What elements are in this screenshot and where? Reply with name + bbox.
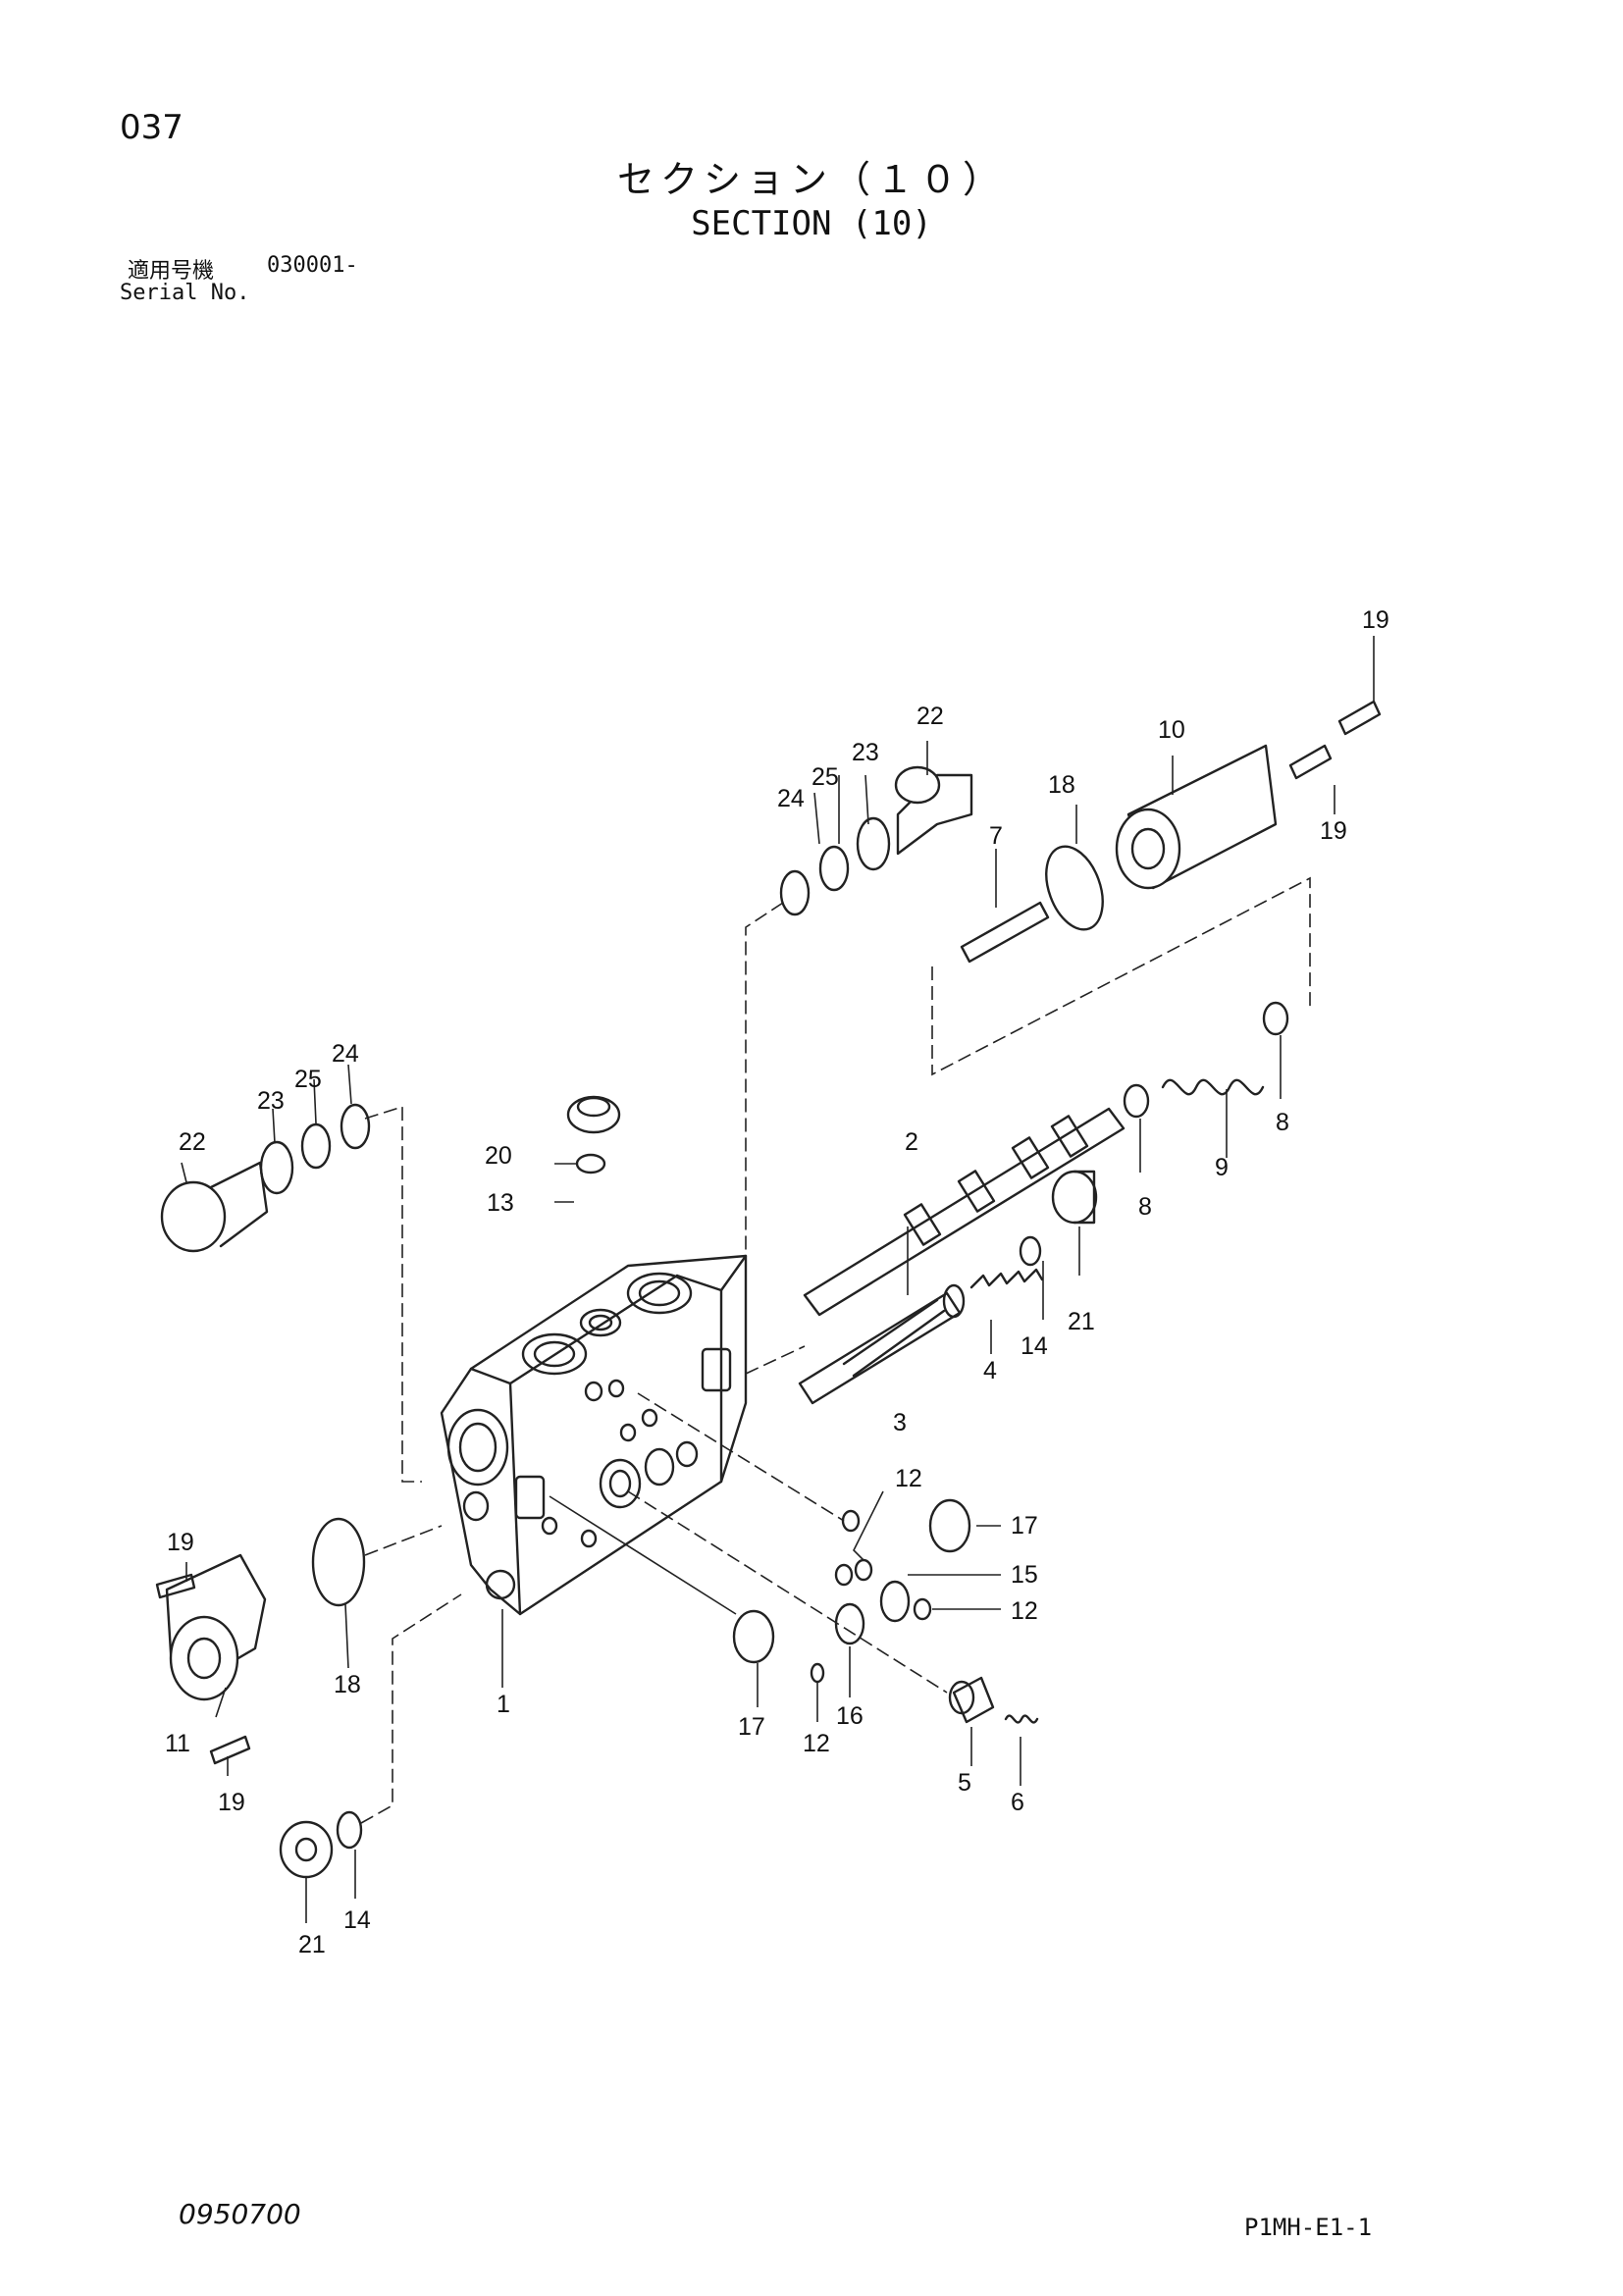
plug-part-22-left (160, 1161, 269, 1253)
callout-19a: 19 (1362, 606, 1389, 634)
oring-part-15 (879, 1580, 911, 1623)
oring-part-12-a (841, 1509, 861, 1533)
oring-part-13 (575, 1153, 606, 1174)
retainer-part-8-left (1123, 1083, 1150, 1119)
serial-number-value: 030001- (267, 253, 358, 278)
oring-part-17-right (928, 1498, 971, 1553)
callout-22a: 22 (916, 703, 944, 730)
callout-11: 11 (165, 1730, 190, 1757)
callout-25b: 25 (294, 1066, 322, 1093)
oring-part-25-top (818, 845, 850, 892)
oring-part-14-left (336, 1810, 363, 1850)
bolt-part-19-left-bottom (209, 1735, 251, 1765)
page-title-english: SECTION (10) (691, 204, 932, 243)
plug-part-21-left (279, 1820, 334, 1879)
bolt-part-19-left-top (155, 1573, 196, 1599)
callout-21a: 21 (1068, 1308, 1095, 1335)
callout-22b: 22 (179, 1128, 206, 1156)
callout-12b: 12 (1011, 1597, 1038, 1625)
callout-18a: 18 (1048, 771, 1075, 799)
callout-20: 20 (485, 1142, 512, 1170)
callout-13: 13 (487, 1189, 514, 1217)
callout-10: 10 (1158, 716, 1185, 744)
callout-18b: 18 (334, 1671, 361, 1698)
cap-part-11 (165, 1553, 267, 1701)
callout-16: 16 (836, 1702, 864, 1730)
spring-part-9 (1161, 1078, 1265, 1096)
plug-part-21-right (1051, 1170, 1098, 1225)
oring-part-23-top (856, 816, 891, 871)
oring-part-18-left (311, 1517, 366, 1607)
callout-labels: 19 10 22 23 25 24 18 7 19 24 25 23 22 20… (165, 606, 1389, 1958)
oring-part-17-bottom (732, 1609, 775, 1664)
callout-14b: 14 (343, 1906, 371, 1934)
callout-3: 3 (893, 1409, 907, 1436)
callout-8a: 8 (1138, 1193, 1152, 1221)
oring-part-24-top (779, 869, 811, 916)
bolt-part-19-top (1337, 700, 1382, 736)
callout-24a: 24 (777, 785, 805, 812)
plug-part-20 (566, 1095, 621, 1134)
document-code: 0950700 (179, 2198, 301, 2230)
callout-4: 4 (983, 1357, 997, 1384)
oring-part-16 (834, 1602, 865, 1645)
callout-1: 1 (497, 1691, 510, 1718)
callout-12a: 12 (895, 1465, 922, 1492)
callout-7: 7 (989, 822, 1003, 850)
spring-part-6 (1004, 1714, 1039, 1724)
callout-17b: 17 (738, 1713, 765, 1741)
serial-label-japanese: 適用号機 (128, 259, 215, 284)
oring-part-14-right (1019, 1235, 1042, 1267)
callout-2: 2 (905, 1128, 918, 1156)
callout-24b: 24 (332, 1040, 359, 1068)
oring-part-12-c (854, 1558, 873, 1582)
oring-part-12-e (810, 1662, 825, 1684)
callout-19c: 19 (167, 1529, 194, 1556)
callout-14a: 14 (1021, 1332, 1048, 1360)
callout-8b: 8 (1276, 1109, 1289, 1136)
oring-part-12-d (913, 1597, 932, 1621)
page-number: 037 (120, 108, 183, 147)
oring-part-18-top (1045, 845, 1104, 931)
main-spool-part (803, 1107, 1126, 1317)
serial-label-english: Serial No. (120, 281, 250, 305)
callout-19d: 19 (218, 1789, 245, 1816)
page-code: P1MH-E1-1 (1244, 2214, 1373, 2241)
page-title-japanese: セクション（１０） (616, 158, 1006, 201)
bolt-part-19-mid (1288, 744, 1333, 780)
callout-9: 9 (1215, 1154, 1229, 1181)
pin-part-7 (960, 901, 1050, 964)
poppet-part (798, 1283, 966, 1405)
callout-25a: 25 (812, 763, 839, 791)
callout-6: 6 (1011, 1789, 1024, 1816)
plug-part-5 (948, 1676, 995, 1724)
oring-part-24-left (340, 1103, 371, 1150)
retainer-part-8-right (1262, 1001, 1289, 1036)
callout-21b: 21 (298, 1931, 326, 1958)
callout-23b: 23 (257, 1087, 285, 1115)
cap-part-10 (1115, 744, 1278, 890)
callout-23a: 23 (852, 739, 879, 766)
oring-part-12-b (834, 1563, 854, 1587)
callout-5: 5 (958, 1769, 971, 1797)
assembly-lines (181, 636, 1375, 1923)
callout-17a: 17 (1011, 1512, 1038, 1539)
callout-15: 15 (1011, 1561, 1038, 1589)
valve-body-part (440, 1254, 748, 1616)
oring-part-25-left (300, 1122, 332, 1170)
oring-part-23-left (259, 1140, 294, 1195)
callout-12c: 12 (803, 1730, 830, 1757)
callout-19b: 19 (1320, 817, 1347, 845)
spring-part-4 (969, 1268, 1044, 1289)
plug-part-22-top (894, 765, 973, 856)
